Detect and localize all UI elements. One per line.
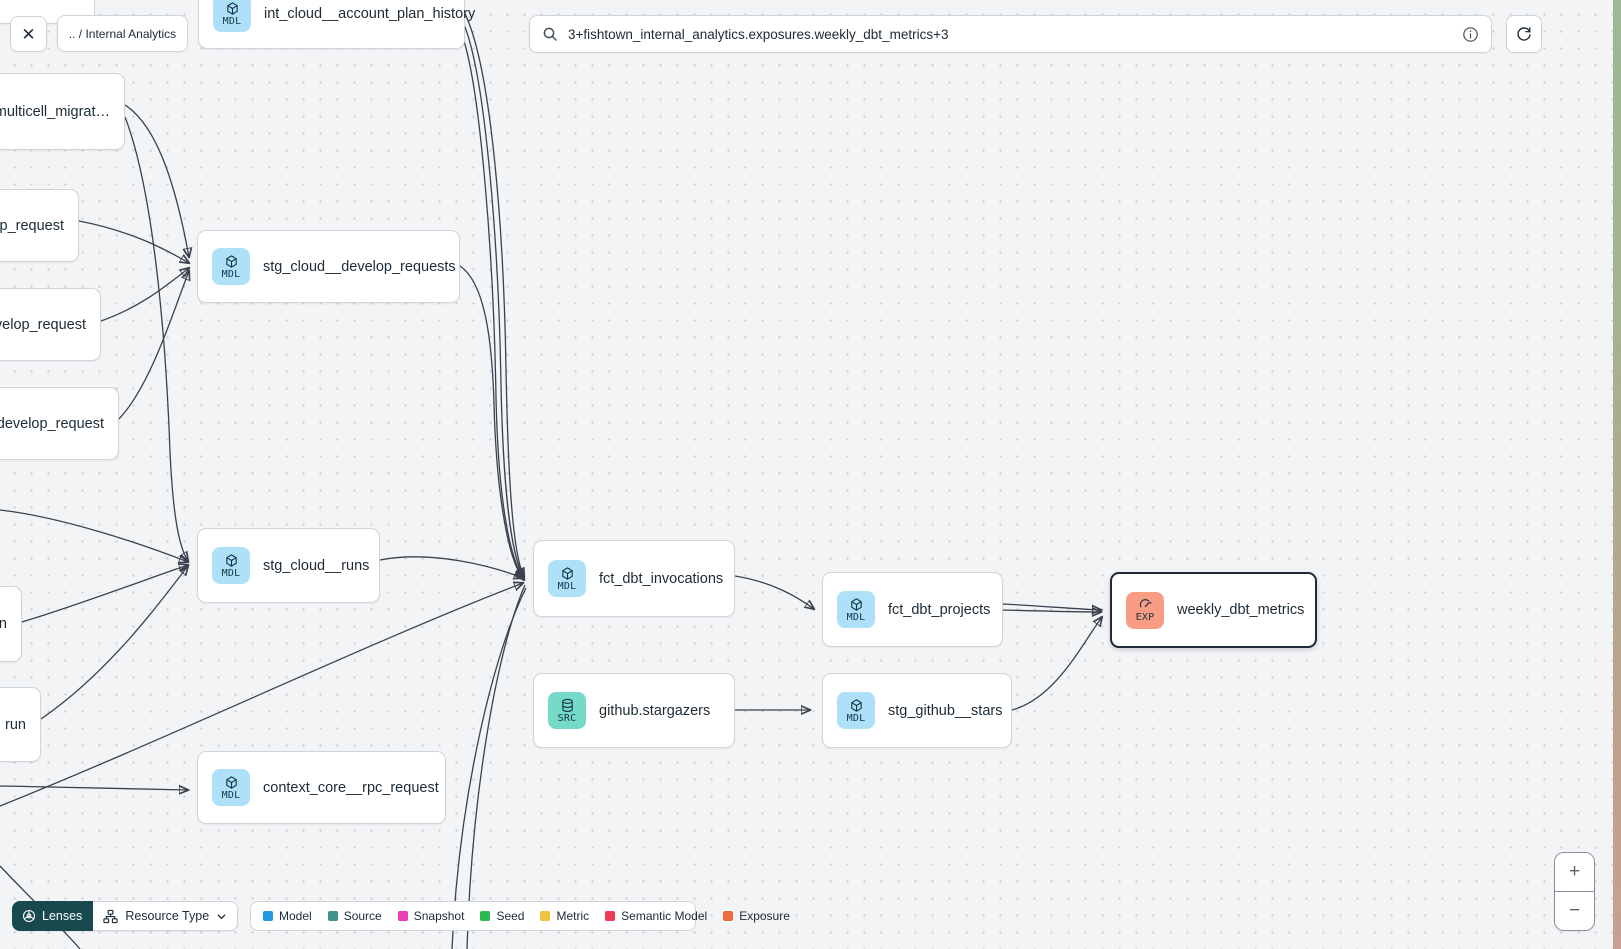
node-fct-dbt-invocations[interactable]: MDL fct_dbt_invocations <box>533 540 735 617</box>
resource-type-label: Resource Type <box>125 909 210 923</box>
lenses-label: Lenses <box>42 909 83 923</box>
node-label: context_core__rpc_request <box>263 779 439 796</box>
cube-icon <box>561 566 573 580</box>
node-context-core-rpc-request[interactable]: MDL context_core__rpc_request <box>197 751 446 824</box>
node-n-partial[interactable]: n <box>0 586 22 662</box>
node-label: n <box>0 616 7 632</box>
lenses-button[interactable]: Lenses <box>12 901 94 931</box>
node-stg-cloud-develop-requests[interactable]: MDL stg_cloud__develop_requests <box>197 230 460 303</box>
node-label: stg_github__stars <box>888 702 1003 719</box>
cube-icon <box>850 597 862 611</box>
breadcrumb-label: .. / Internal Analytics <box>68 26 177 41</box>
legend-item-exposure: Exposure <box>723 909 790 923</box>
node-p-request[interactable]: p_request <box>0 189 79 262</box>
node-label: fct_dbt_invocations <box>599 570 724 587</box>
node-weekly-dbt-metrics[interactable]: EXP weekly_dbt_metrics <box>1110 572 1317 648</box>
node-develop-request[interactable]: develop_request <box>0 387 119 460</box>
desktop-background-sliver <box>1613 0 1621 949</box>
breadcrumb[interactable]: .. / Internal Analytics <box>57 15 188 52</box>
model-badge: MDL <box>212 248 250 285</box>
node-int-cloud-account-plan-history[interactable]: MDL int_cloud__account_plan_history <box>198 0 475 49</box>
node-run-partial[interactable]: run <box>0 687 41 762</box>
database-icon <box>561 698 573 712</box>
node-label: stg_cloud__develop_requests <box>263 258 456 275</box>
node-label: p_request <box>0 217 64 234</box>
source-badge: SRC <box>548 692 586 729</box>
node-velop-request[interactable]: velop_request <box>0 288 101 361</box>
gauge-icon <box>1139 599 1151 608</box>
node-github-stargazers[interactable]: SRC github.stargazers <box>533 673 735 748</box>
node-label: run <box>5 716 26 733</box>
cube-icon <box>850 698 862 712</box>
model-badge: MDL <box>213 0 251 32</box>
search-icon <box>543 27 557 41</box>
lenses-toolbar: Lenses Resource Type <box>12 901 239 931</box>
node-multicell-migrat[interactable]: multicell_migrat… <box>0 73 125 150</box>
snapshot-color-chip <box>397 911 408 921</box>
legend-item-metric: Metric <box>540 909 589 923</box>
search-bar <box>529 15 1492 53</box>
resource-type-legend: Model Source Snapshot Seed Metric Semant… <box>250 901 790 931</box>
info-icon[interactable] <box>1462 26 1479 43</box>
node-fct-dbt-projects[interactable]: MDL fct_dbt_projects <box>822 572 1003 647</box>
node-label: github.stargazers <box>599 702 711 719</box>
cube-icon <box>226 1 238 15</box>
node-label: stg_cloud__runs <box>263 557 370 574</box>
node-label: fct_dbt_projects <box>888 601 991 618</box>
model-badge: MDL <box>837 692 875 729</box>
resource-type-button[interactable]: Resource Type <box>93 901 239 931</box>
cube-icon <box>225 553 237 567</box>
model-badge: MDL <box>548 560 586 597</box>
node-stg-github-stars[interactable]: MDL stg_github__stars <box>822 673 1012 748</box>
legend-item-source: Source <box>327 909 382 923</box>
node-stg-cloud-runs[interactable]: MDL stg_cloud__runs <box>197 528 380 603</box>
semantic-model-color-chip <box>605 911 616 921</box>
legend-item-model: Model <box>263 909 312 923</box>
source-color-chip <box>327 911 338 921</box>
refresh-button[interactable] <box>1506 15 1542 53</box>
legend-item-semantic-model: Semantic Model <box>605 909 707 923</box>
exposure-badge: EXP <box>1126 591 1164 629</box>
lineage-selector-input[interactable] <box>568 26 1452 42</box>
close-icon: ✕ <box>21 24 36 44</box>
legend-item-snapshot: Snapshot <box>397 909 464 923</box>
close-button[interactable]: ✕ <box>10 16 47 52</box>
cube-icon <box>225 254 237 268</box>
seed-color-chip <box>480 911 491 921</box>
model-badge: MDL <box>212 769 250 806</box>
chevron-down-icon <box>217 913 226 919</box>
model-badge: MDL <box>212 547 250 584</box>
node-label: int_cloud__account_plan_history <box>264 5 476 22</box>
model-color-chip <box>263 911 273 921</box>
zoom-out-button[interactable]: − <box>1555 892 1594 930</box>
lenses-icon <box>22 909 36 923</box>
zoom-controls: + − <box>1554 852 1595 931</box>
exposure-color-chip <box>723 911 734 921</box>
node-label: multicell_migrat… <box>0 103 110 120</box>
node-label: velop_request <box>0 316 86 333</box>
node-label: weekly_dbt_metrics <box>1177 602 1305 618</box>
model-badge: MDL <box>837 591 875 628</box>
node-label: develop_request <box>0 415 104 432</box>
legend-item-seed: Seed <box>480 909 524 923</box>
cube-icon <box>225 775 237 789</box>
zoom-in-button[interactable]: + <box>1555 853 1594 892</box>
resource-type-icon <box>103 909 118 923</box>
refresh-icon <box>1517 27 1531 41</box>
metric-color-chip <box>540 911 551 921</box>
